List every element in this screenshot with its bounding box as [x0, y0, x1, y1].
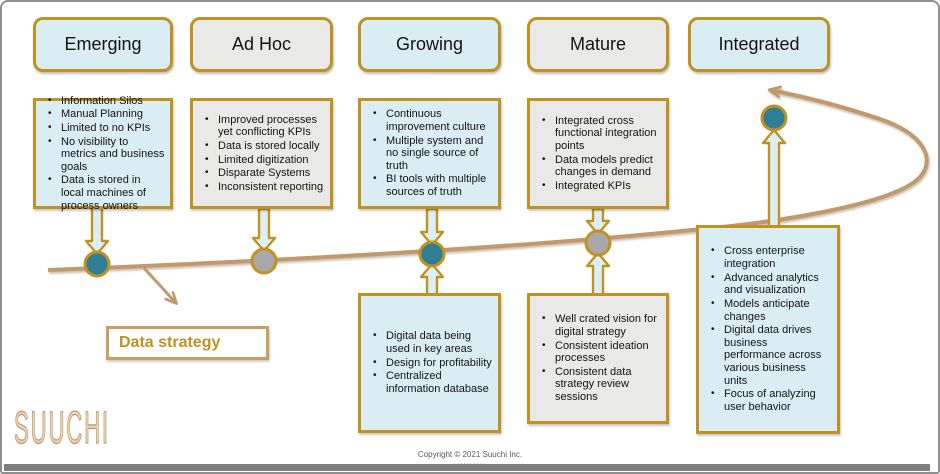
bullet-item: Data is stored in local machines of proc…: [45, 174, 166, 212]
copyright-text: Copyright © 2021 Suuchi Inc.: [417, 450, 523, 459]
integrated-milestone-node: [760, 104, 788, 132]
bullet-item: Digital data being used in key areas: [370, 330, 494, 355]
bullet-item: BI tools with multiple sources of truth: [370, 173, 494, 198]
maturity-curve: [47, 90, 929, 272]
integrated-up-arrow: [761, 128, 787, 229]
data-strategy-pointer-arrow: [142, 266, 176, 303]
stage-label: Growing: [395, 34, 464, 54]
growing-milestone-node: [418, 240, 446, 268]
mature-characteristics-box: Integrated cross functional integration …: [527, 98, 669, 209]
bullet-item: Manual Planning: [45, 108, 166, 121]
bullet-item: Centralized information database: [370, 370, 494, 395]
bullet-list: Information SilosManual PlanningLimited …: [36, 94, 170, 214]
emerging-milestone-node: [83, 250, 111, 278]
bullet-list: Improved processes yet conflicting KPIsD…: [193, 113, 330, 195]
suuchi-logo: SUUCHI: [14, 402, 110, 453]
bullet-item: Well crated vision for digital strategy: [539, 313, 662, 338]
bullet-list: Well crated vision for digital strategyC…: [530, 312, 666, 404]
bullet-item: Integrated KPIs: [539, 180, 662, 193]
stage-label: Integrated: [718, 34, 800, 54]
adhoc-characteristics-box: Improved processes yet conflicting KPIsD…: [190, 98, 333, 209]
data-strategy-label: Data strategy: [119, 334, 221, 351]
growing-strategy-box: Digital data being used in key areasDesi…: [358, 293, 501, 433]
growing-characteristics-box: Continuous improvement cultureMultiple s…: [358, 98, 501, 209]
bullet-item: Information Silos: [45, 95, 166, 108]
stage-header-adhoc: Ad Hoc: [190, 17, 333, 72]
bullet-item: Design for profitability: [370, 357, 494, 370]
bullet-item: Consistent ideation processes: [539, 340, 662, 365]
data-strategy-callout: Data strategy: [106, 326, 269, 360]
bullet-item: Data models predict changes in demand: [539, 154, 662, 179]
stage-header-emerging: Emerging: [33, 17, 173, 72]
mature-milestone-node: [584, 229, 612, 257]
bullet-item: Limited digitization: [202, 154, 326, 167]
drag-handle-dots[interactable]: ..........: [453, 457, 487, 466]
bullet-list: Digital data being used in key areasDesi…: [361, 329, 498, 396]
bullet-item: Disparate Systems: [202, 167, 326, 180]
bullet-item: Continuous improvement culture: [370, 108, 494, 133]
bullet-list: Integrated cross functional integration …: [530, 114, 666, 194]
bullet-item: Integrated cross functional integration …: [539, 115, 662, 153]
bullet-item: Models anticipate changes: [708, 298, 825, 323]
bullet-item: Cross enterprise integration: [708, 245, 825, 270]
mature-strategy-box: Well crated vision for digital strategyC…: [527, 293, 669, 424]
bullet-item: Multiple system and no single source of …: [370, 135, 494, 173]
bullet-item: Digital data drives business performance…: [708, 324, 825, 387]
bullet-item: No visibility to metrics and business go…: [45, 136, 166, 174]
bullet-list: Cross enterprise integrationAdvanced ana…: [699, 244, 837, 414]
bullet-item: Improved processes yet conflicting KPIs: [202, 114, 326, 139]
growing-down-arrow: [419, 207, 445, 247]
bullet-item: Inconsistent reporting: [202, 181, 326, 194]
bullet-item: Data is stored locally: [202, 140, 326, 153]
emerging-characteristics-box: Information SilosManual PlanningLimited …: [33, 95, 173, 212]
bullet-list: Continuous improvement cultureMultiple s…: [361, 107, 498, 199]
mature-up-arrow: [585, 251, 611, 297]
stage-header-growing: Growing: [358, 17, 501, 72]
stage-label: Ad Hoc: [231, 34, 292, 54]
growing-up-arrow: [419, 262, 445, 297]
stage-label: Emerging: [64, 34, 142, 54]
bullet-item: Consistent data strategy review sessions: [539, 366, 662, 404]
adhoc-milestone-node: [250, 247, 278, 275]
stage-label: Mature: [569, 34, 627, 54]
integrated-strategy-box: Cross enterprise integrationAdvanced ana…: [696, 225, 840, 434]
mature-down-arrow: [585, 207, 611, 236]
emerging-down-arrow: [84, 206, 110, 256]
adhoc-down-arrow: [251, 207, 277, 253]
bullet-item: Focus of analyzing user behavior: [708, 388, 825, 413]
stage-header-mature: Mature: [527, 17, 669, 72]
horizontal-scrollbar[interactable]: [4, 464, 930, 471]
stage-header-integrated: Integrated: [688, 17, 830, 72]
bullet-item: Advanced analytics and visualization: [708, 272, 825, 297]
bullet-item: Limited to no KPIs: [45, 122, 166, 135]
